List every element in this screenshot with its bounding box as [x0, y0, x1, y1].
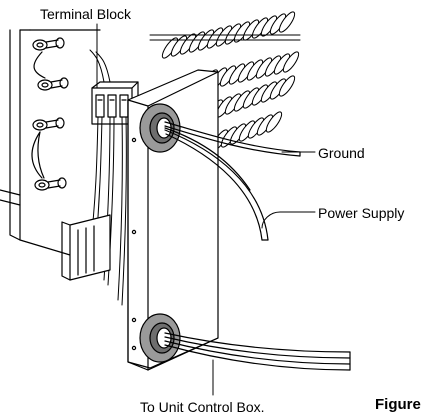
control-box-wires: [164, 332, 351, 371]
mounting-bracket: [61, 214, 111, 281]
terminal-block: [91, 81, 139, 125]
ground-wire: [164, 121, 301, 157]
coil-turn: [265, 111, 283, 133]
leader-lines: [96, 23, 316, 396]
coil-turn: [278, 75, 296, 97]
ground-label: Ground: [318, 145, 365, 161]
element-studs: [31, 37, 69, 191]
coil-turn: [278, 11, 296, 33]
figure-caption: Figure: [375, 396, 421, 413]
power-supply-wire: [164, 127, 269, 241]
power-supply-label: Power Supply: [318, 205, 405, 221]
upper-grommet: [139, 103, 181, 153]
heater-coils: [149, 11, 301, 151]
rear-frame: [0, 29, 101, 256]
lower-grommet: [139, 313, 181, 363]
to-unit-control-box-label: To Unit Control Box.: [140, 399, 265, 415]
terminal-block-label: Terminal Block: [40, 6, 132, 22]
coil-turn: [282, 51, 300, 73]
